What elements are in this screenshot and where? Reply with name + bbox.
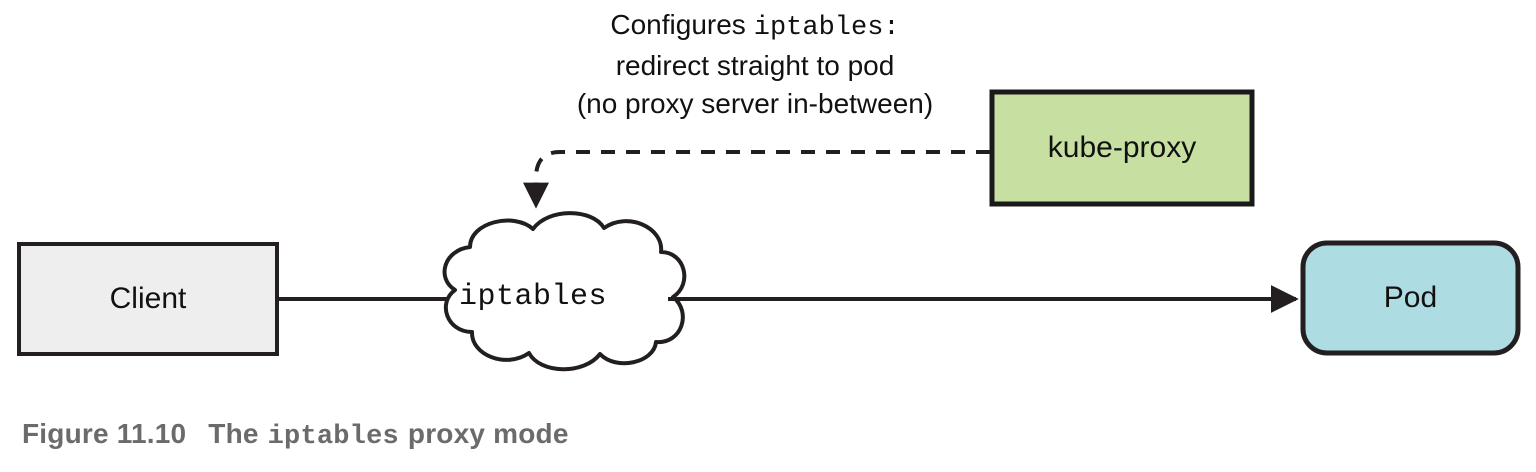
figure-caption-suffix: proxy mode xyxy=(407,418,569,449)
annotation-line-1-prefix: Configures xyxy=(610,9,746,40)
connector-kubeproxy-to-cloud xyxy=(523,150,990,209)
client-box xyxy=(17,242,279,356)
kube-proxy-box xyxy=(989,89,1255,207)
annotation-line-2: redirect straight to pod xyxy=(615,50,895,81)
annotation-line-3: (no proxy server in-between) xyxy=(576,88,934,119)
figure-caption-number: Figure 11.10 xyxy=(22,418,187,449)
figure-caption-the: The xyxy=(208,418,259,449)
pod-box xyxy=(1300,240,1521,356)
figure-caption: Figure 11.10 The iptables proxy mode xyxy=(22,418,569,452)
figure-caption-mono: iptables xyxy=(267,422,399,452)
annotation-line-1-mono: iptables: xyxy=(753,13,900,43)
iptables-cloud-shape xyxy=(442,211,687,372)
